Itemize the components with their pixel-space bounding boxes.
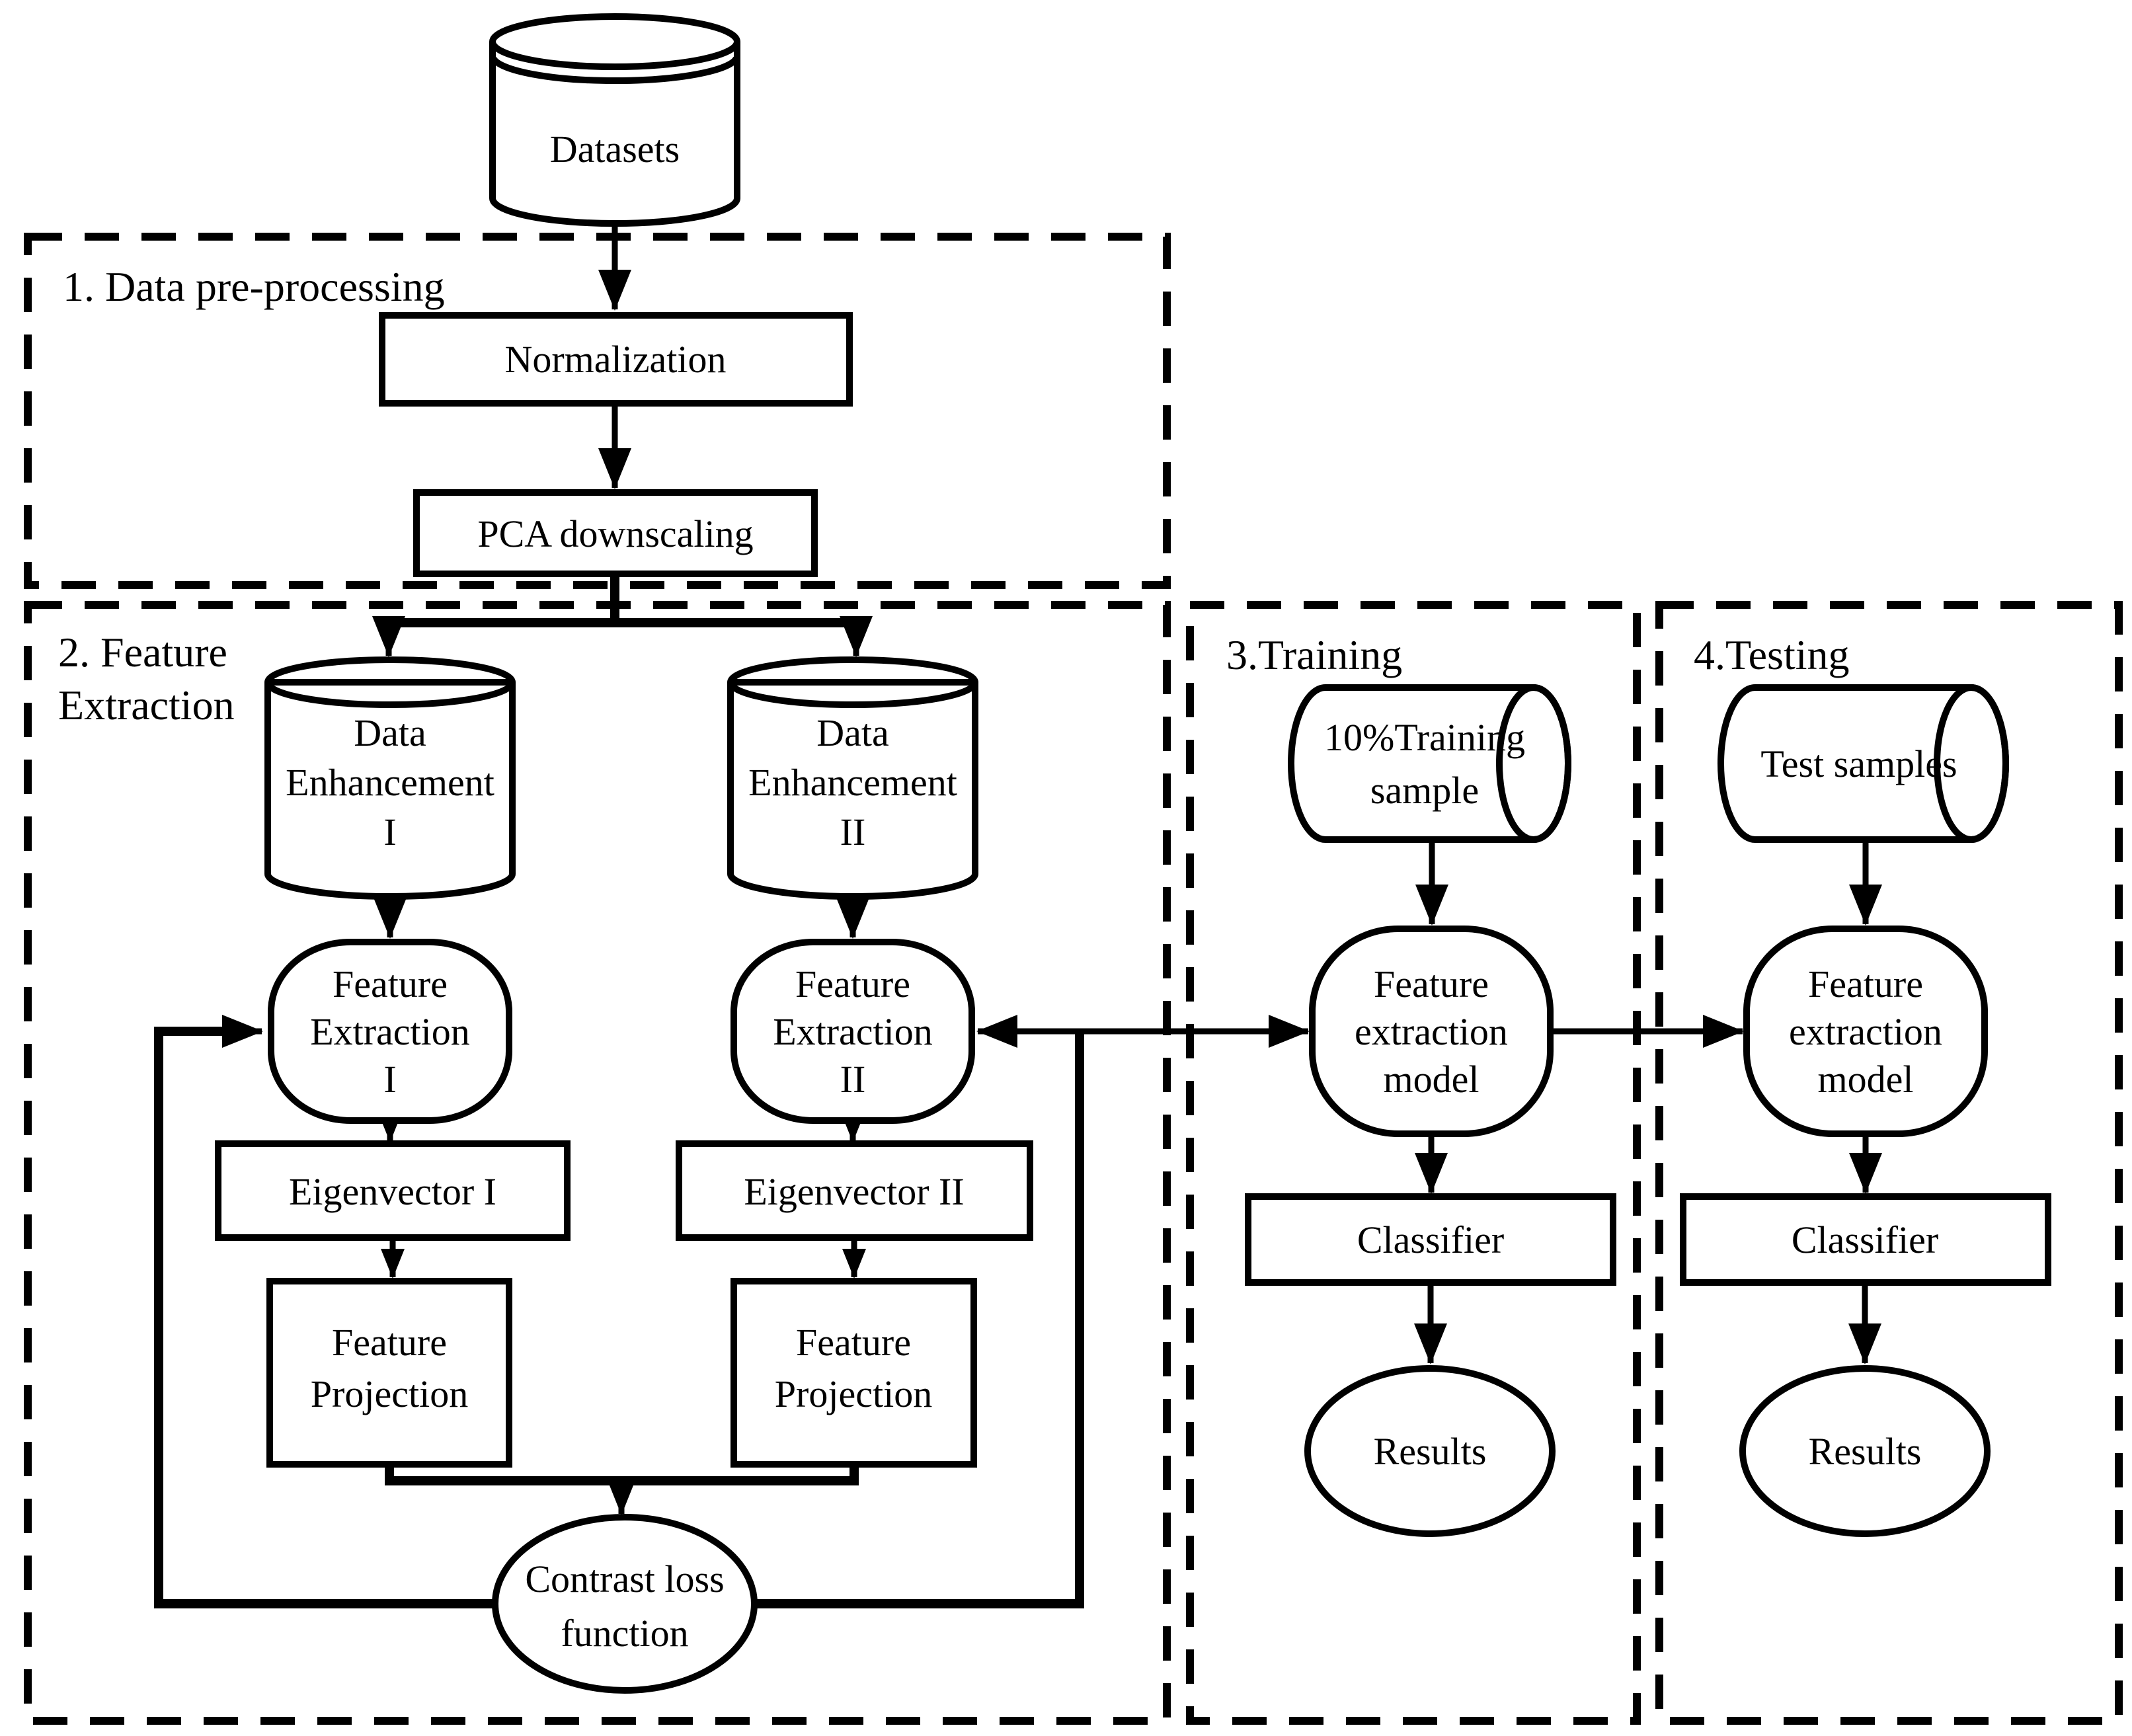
feature-extraction-2-label-line1: Feature bbox=[795, 963, 910, 1006]
classifier-train-box bbox=[1245, 1193, 1616, 1286]
results-train-ellipse bbox=[1304, 1365, 1556, 1537]
fe-model-test-label-line1: Feature bbox=[1808, 963, 1923, 1006]
classifier-train-node: Classifier bbox=[1245, 1193, 1616, 1286]
contrast-loss-node: Contrast loss function bbox=[492, 1514, 758, 1694]
datasets-cylinder-top bbox=[489, 13, 740, 70]
classifier-train-label: Classifier bbox=[1357, 1218, 1504, 1261]
results-test-label: Results bbox=[1809, 1430, 1922, 1473]
classifier-test-label: Classifier bbox=[1792, 1218, 1938, 1261]
feature-extraction-model-train-shape bbox=[1309, 926, 1554, 1137]
eigenvector-2-label: Eigenvector II bbox=[744, 1170, 964, 1213]
feature-extraction-model-test-node: Feature extraction model bbox=[1743, 926, 1988, 1137]
eigenvector-2-box bbox=[676, 1140, 1033, 1241]
eigenvector-2-node: Eigenvector II bbox=[676, 1140, 1033, 1241]
results-test-ellipse bbox=[1739, 1365, 1991, 1537]
feature-extraction-2-node: Feature Extraction II bbox=[730, 939, 975, 1124]
feature-extraction-1-label-line2: Extraction bbox=[310, 1010, 470, 1053]
section-testing-title: 4.Testing bbox=[1694, 631, 1850, 678]
training-sample-label-line2: sample bbox=[1370, 769, 1479, 812]
feature-projection-1-node: Feature Projection bbox=[266, 1278, 512, 1468]
normalization-label: Normalization bbox=[504, 338, 726, 381]
section-feature-extraction-title-line1: 2. Feature bbox=[58, 629, 227, 676]
feature-extraction-1-label-line1: Feature bbox=[333, 963, 448, 1006]
fe-model-train-label-line1: Feature bbox=[1374, 963, 1489, 1006]
datasets-cylinder-body bbox=[489, 42, 740, 227]
test-samples-label: Test samples bbox=[1760, 742, 1957, 785]
pca-downscaling-node: PCA downscaling bbox=[413, 489, 818, 577]
datasets-label: Datasets bbox=[550, 128, 680, 171]
eigenvector-1-label: Eigenvector I bbox=[289, 1170, 496, 1213]
section-training-frame bbox=[1186, 601, 1641, 1725]
training-sample-body bbox=[1288, 684, 1571, 843]
feature-projection-1-label-line2: Projection bbox=[311, 1372, 468, 1415]
training-sample-label-line1: 10%Training bbox=[1324, 716, 1525, 759]
data-enhancement-1-body bbox=[264, 682, 516, 900]
eigenvector-1-node: Eigenvector I bbox=[215, 1140, 571, 1241]
feature-projection-2-label-line2: Projection bbox=[775, 1372, 932, 1415]
normalization-node: Normalization bbox=[379, 312, 853, 407]
feature-projection-2-box bbox=[730, 1278, 977, 1468]
feature-extraction-model-train-node: Feature extraction model bbox=[1309, 926, 1554, 1137]
edge-feedback-contrast-to-extraction1 bbox=[154, 1027, 496, 1608]
edge-tdrop-to-contrast-loss bbox=[757, 1031, 1084, 1608]
fe-model-test-label-line3: model bbox=[1818, 1058, 1914, 1101]
data-enhancement-1-label-line2: Enhancement bbox=[286, 761, 494, 804]
feature-extraction-2-shape bbox=[730, 939, 975, 1124]
classifier-test-node: Classifier bbox=[1680, 1193, 2051, 1286]
data-enhancement-1-node: Data Enhancement I bbox=[264, 656, 516, 900]
feature-extraction-2-label-line3: II bbox=[840, 1058, 866, 1101]
fe-model-train-label-line2: extraction bbox=[1355, 1010, 1508, 1053]
data-enhancement-2-node: Data Enhancement II bbox=[727, 656, 978, 900]
feature-projection-2-node: Feature Projection bbox=[730, 1278, 977, 1468]
test-samples-cap bbox=[1934, 684, 2009, 843]
feature-projection-1-box bbox=[266, 1278, 512, 1468]
feature-extraction-model-test-shape bbox=[1743, 926, 1988, 1137]
data-enhancement-2-label-line1: Data bbox=[816, 711, 889, 754]
section-preprocessing-title: 1. Data pre-processing bbox=[63, 263, 445, 310]
feature-projection-2-label-line1: Feature bbox=[796, 1321, 911, 1364]
feature-projection-1-label-line1: Feature bbox=[332, 1321, 447, 1364]
results-train-label: Results bbox=[1374, 1430, 1487, 1473]
results-test-node: Results bbox=[1739, 1365, 1991, 1537]
classifier-test-box bbox=[1680, 1193, 2051, 1286]
data-enhancement-1-label-line3: I bbox=[383, 810, 396, 853]
training-sample-cap bbox=[1496, 684, 1571, 843]
datasets-node: Datasets bbox=[489, 13, 740, 227]
test-samples-node: Test samples bbox=[1717, 684, 2009, 843]
normalization-box bbox=[379, 312, 853, 407]
fe-model-test-label-line2: extraction bbox=[1789, 1010, 1942, 1053]
section-feature-extraction-frame bbox=[24, 601, 1171, 1725]
section-feature-extraction-title-line2: Extraction bbox=[58, 682, 235, 729]
data-enhancement-2-label-line3: II bbox=[840, 810, 866, 853]
datasets-cylinder-rim bbox=[490, 56, 740, 85]
contrast-loss-label-line1: Contrast loss bbox=[525, 1558, 724, 1600]
contrast-loss-ellipse bbox=[492, 1514, 758, 1694]
feature-extraction-1-label-line3: I bbox=[383, 1058, 396, 1101]
section-preprocessing-frame bbox=[24, 233, 1171, 589]
feature-extraction-1-node: Feature Extraction I bbox=[268, 939, 512, 1124]
data-enhancement-1-label-line1: Data bbox=[354, 711, 426, 754]
data-enhancement-2-body bbox=[727, 682, 978, 900]
results-train-node: Results bbox=[1304, 1365, 1556, 1537]
pca-downscaling-label: PCA downscaling bbox=[477, 512, 753, 555]
data-enhancement-2-label-line2: Enhancement bbox=[748, 761, 957, 804]
pca-downscaling-box bbox=[413, 489, 818, 577]
training-sample-node: 10%Training sample bbox=[1288, 684, 1571, 843]
fe-model-train-label-line3: model bbox=[1384, 1058, 1480, 1101]
section-testing-frame bbox=[1655, 601, 2123, 1725]
eigenvector-1-box bbox=[215, 1140, 571, 1241]
section-training-title: 3.Training bbox=[1226, 631, 1402, 678]
feature-extraction-2-label-line2: Extraction bbox=[773, 1010, 933, 1053]
feature-extraction-1-shape bbox=[268, 939, 512, 1124]
contrast-loss-label-line2: function bbox=[561, 1612, 688, 1655]
